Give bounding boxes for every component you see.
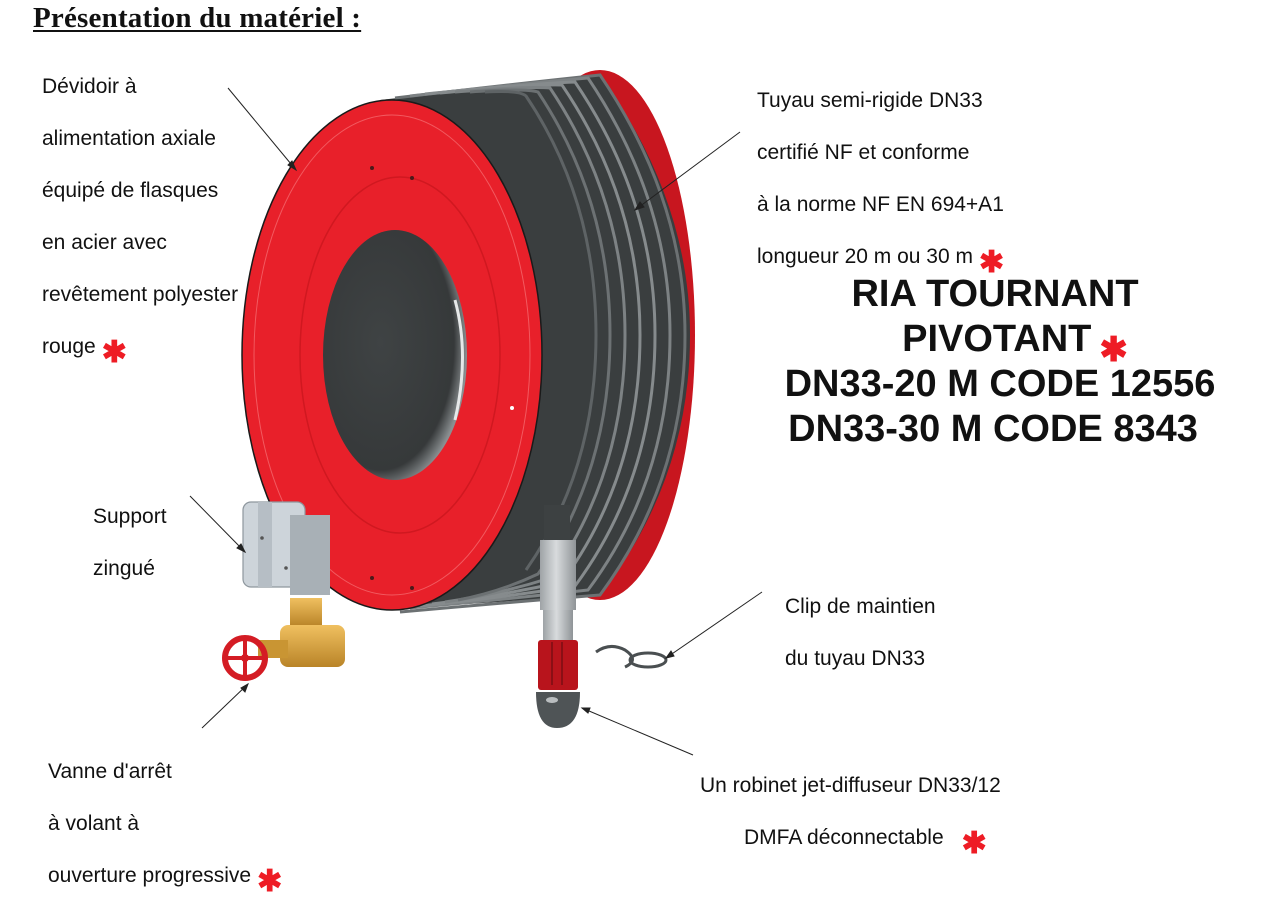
callout-line: Un robinet jet-diffuseur DN33/12 bbox=[700, 774, 1001, 797]
hose-reel-illustration bbox=[189, 70, 763, 756]
asterisk-icon: ✱ bbox=[257, 865, 283, 898]
asterisk-icon: ✱ bbox=[101, 336, 127, 369]
callout-line: à la norme NF EN 694+A1 bbox=[757, 193, 1004, 216]
callout-support: Support zingué bbox=[93, 478, 167, 608]
callout-line: à volant à bbox=[48, 812, 140, 835]
callout-line: longueur 20 m ou 30 m bbox=[757, 245, 973, 268]
nozzle-assembly bbox=[536, 505, 580, 728]
callout-line: équipé de flasques bbox=[42, 179, 219, 202]
callout-line: DMFA déconnectable bbox=[744, 826, 944, 849]
callout-line: Tuyau semi-rigide DN33 bbox=[757, 89, 983, 112]
hose-clip bbox=[595, 645, 668, 669]
callout-valve: Vanne d'arrêt à volant à ouverture progr… bbox=[48, 733, 282, 915]
asterisk-icon: ✱ bbox=[1099, 331, 1128, 369]
page-title: Présentation du matériel : bbox=[33, 2, 362, 34]
callout-line: alimentation axiale bbox=[42, 127, 216, 150]
callout-line: en acier avec bbox=[42, 231, 167, 254]
callout-hose: Tuyau semi-rigide DN33 certifié NF et co… bbox=[757, 62, 1004, 296]
callout-line: Dévidoir à bbox=[42, 75, 137, 98]
callout-reel: Dévidoir à alimentation axiale équipé de… bbox=[42, 48, 238, 386]
asterisk-icon: ✱ bbox=[961, 827, 987, 860]
callout-leader-lines bbox=[189, 87, 763, 756]
product-headline: RIA TOURNANT PIVOTANT✱ DN33-20 M CODE 12… bbox=[760, 272, 1240, 452]
callout-line: Clip de maintien bbox=[785, 595, 936, 618]
headline-line: RIA TOURNANT bbox=[851, 273, 1139, 315]
front-flange bbox=[241, 99, 543, 611]
headline-line: DN33-30 M CODE 8343 bbox=[788, 408, 1198, 450]
callout-line: revêtement polyester bbox=[42, 283, 239, 306]
headline-line: PIVOTANT bbox=[902, 318, 1092, 360]
callout-line: Support bbox=[93, 505, 167, 528]
callout-line: zingué bbox=[93, 557, 155, 580]
callout-line: du tuyau DN33 bbox=[785, 647, 926, 670]
callout-clip: Clip de maintien du tuyau DN33 bbox=[785, 568, 936, 698]
shutoff-valve bbox=[222, 598, 345, 681]
wall-support bbox=[242, 501, 330, 595]
callout-line: certifié NF et conforme bbox=[757, 141, 970, 164]
asterisk-icon: ✱ bbox=[978, 246, 1005, 279]
callout-line: rouge bbox=[42, 335, 96, 358]
callout-line: Vanne d'arrêt bbox=[48, 760, 172, 783]
callout-nozzle: Un robinet jet-diffuseur DN33/12 DMFA dé… bbox=[700, 747, 1001, 877]
headline-line: DN33-20 M CODE 12556 bbox=[784, 363, 1216, 405]
callout-line: ouverture progressive bbox=[48, 864, 252, 887]
